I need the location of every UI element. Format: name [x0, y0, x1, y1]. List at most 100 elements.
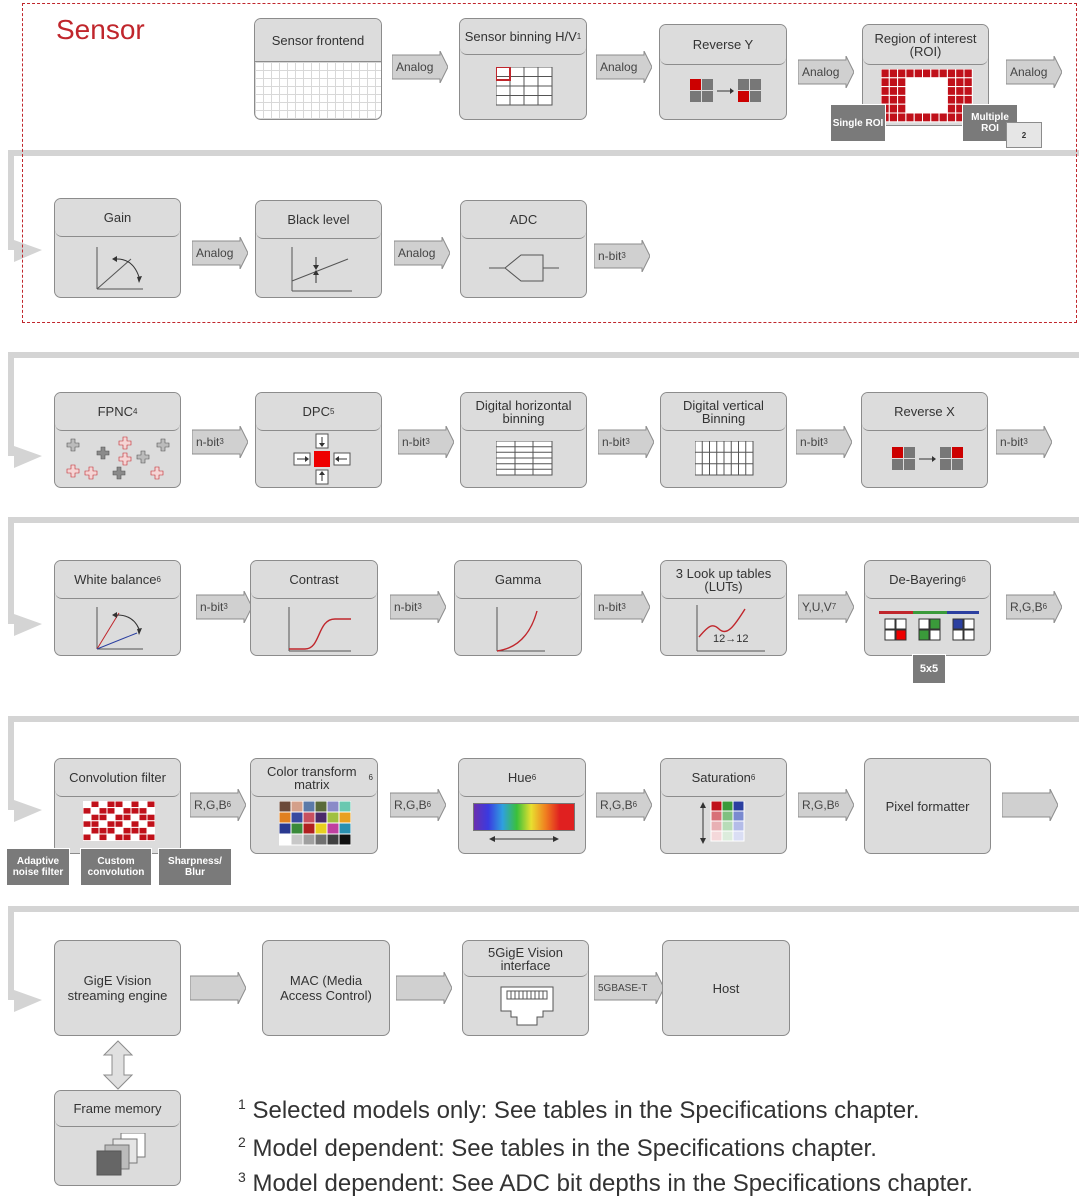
single-roi-tag: Single ROI	[830, 104, 886, 142]
roi-grid-icon	[881, 69, 973, 123]
lut-curve-icon	[696, 605, 765, 652]
signal-arrow-analog: Analog	[394, 237, 450, 269]
pixel-grid-icon	[255, 61, 381, 119]
digital-h-binning-block: Digital horizontal binning	[460, 392, 587, 488]
mac-block: MAC (Media Access Control)	[262, 940, 390, 1036]
hue-label: Hue	[507, 770, 532, 785]
pixel-formatter-block: Pixel formatter	[864, 758, 991, 854]
convolution-filter-label: Convolution filter	[55, 759, 180, 797]
kernel-size-tag: 5x5	[912, 654, 946, 684]
luts-label: 3 Look up tables (LUTs)	[661, 561, 786, 599]
signal-arrow-analog: Analog	[798, 56, 854, 88]
convolution-kernel-icon	[83, 801, 155, 841]
bidirectional-arrow	[102, 1040, 134, 1090]
sensor-frontend-block: Sensor frontend	[254, 18, 382, 120]
roi-label: Region of interest (ROI)	[863, 25, 988, 65]
flow-arrow	[396, 972, 452, 1004]
sensor-title: Sensor	[56, 14, 145, 45]
host-block: Host	[662, 940, 790, 1036]
adc-block: ADC	[460, 200, 587, 298]
debayering-label: De-Bayering	[889, 572, 962, 587]
saturation-label: Saturation	[691, 770, 751, 785]
color-checker-icon	[279, 801, 351, 846]
black-level-block: Black level	[255, 200, 382, 298]
gamma-block: Gamma	[454, 560, 582, 656]
saturation-icon	[700, 801, 745, 844]
contrast-curve-icon	[288, 607, 351, 652]
footnote-1: 1 Selected models only: See tables in th…	[238, 1096, 920, 1124]
adc-symbol-icon	[489, 254, 559, 282]
convolution-filter-block: Convolution filter	[54, 758, 181, 854]
signal-arrow-5gbase-t: 5GBASE-T	[594, 972, 664, 1004]
frame-memory-label: Frame memory	[55, 1091, 180, 1127]
luts-block: 3 Look up tables (LUTs) 12→12	[660, 560, 787, 656]
vertical-binning-grid-icon	[695, 441, 754, 476]
reverse-y-label: Reverse Y	[660, 25, 786, 65]
gain-block: Gain	[54, 198, 181, 298]
black-level-icon	[291, 247, 352, 292]
vision-interface-label: 5GigE Vision interface	[463, 941, 588, 977]
digital-v-binning-block: Digital vertical Binning	[660, 392, 787, 488]
memory-frames-icon	[96, 1133, 146, 1176]
gain-label: Gain	[55, 199, 180, 237]
sensor-frontend-label: Sensor frontend	[255, 19, 381, 61]
horizontal-binning-grid-icon	[496, 441, 553, 476]
ethernet-port-icon	[500, 986, 554, 1026]
footnote-2: 2 Model dependent: See tables in the Spe…	[238, 1134, 877, 1162]
hue-spectrum-icon	[473, 803, 575, 831]
fpnc-pattern-icon	[66, 436, 170, 480]
signal-arrow-analog: Analog	[192, 237, 248, 269]
reverse-x-block: Reverse X	[861, 392, 988, 488]
footnote-3: 3 Model dependent: See ADC bit depths in…	[238, 1169, 973, 1197]
custom-convolution-tag: Custom convolution	[80, 848, 152, 886]
sharpness-blur-tag: Sharpness/ Blur	[158, 848, 232, 886]
vision-interface-block: 5GigE Vision interface	[462, 940, 589, 1036]
sensor-binning-label: Sensor binning H/V	[464, 29, 577, 44]
white-balance-icon	[96, 607, 143, 650]
fpnc-label: FPNC	[97, 404, 133, 419]
dpc-label: DPC	[302, 404, 330, 419]
roi-block: Region of interest (ROI)	[862, 24, 989, 126]
flip-vertical-icon	[690, 79, 761, 102]
gamma-curve-icon	[496, 607, 545, 652]
double-arrow-icon	[489, 836, 559, 842]
bayer-pattern-icon	[879, 611, 979, 641]
color-matrix-label: Color transform matrix	[266, 763, 357, 792]
gain-curve-icon	[96, 247, 143, 290]
white-balance-label: White balance	[74, 572, 157, 587]
dpc-pixel-icon	[293, 433, 351, 485]
adc-label: ADC	[461, 201, 586, 239]
flow-arrow	[190, 972, 246, 1004]
multiple-roi-footnote: 2	[1006, 122, 1042, 148]
flow-arrow	[1002, 789, 1058, 821]
sensor-region	[22, 3, 1077, 323]
adaptive-noise-tag: Adaptive noise filter	[6, 848, 70, 886]
gamma-label: Gamma	[455, 561, 581, 599]
signal-arrow-analog: Analog	[1006, 56, 1062, 88]
reverse-y-block: Reverse Y	[659, 24, 787, 120]
gige-streaming-engine-block: GigE Vision streaming engine	[54, 940, 181, 1036]
contrast-block: Contrast	[250, 560, 378, 656]
digital-v-binning-label: Digital vertical Binning	[661, 393, 786, 431]
